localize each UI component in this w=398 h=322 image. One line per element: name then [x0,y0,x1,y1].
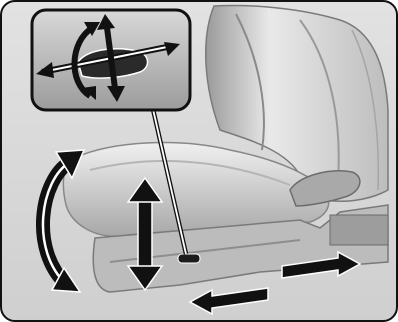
seat-base-icon [62,141,389,293]
seat-back-icon [204,4,389,203]
tilt-arrow-icon [35,149,86,293]
height-arrow-icon [126,176,164,292]
slide-arrow-icon [188,250,362,316]
power-switch-icon [177,253,201,264]
switch-detail-inset-icon [30,8,192,112]
